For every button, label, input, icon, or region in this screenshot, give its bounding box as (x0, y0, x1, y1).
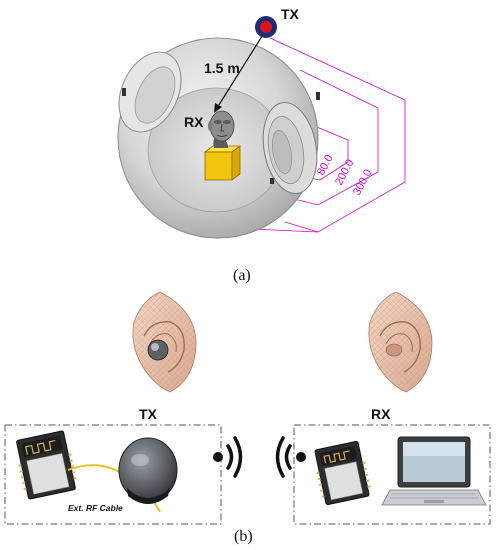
caption-a: (a) (233, 267, 251, 284)
caption-b: (b) (234, 528, 253, 545)
dimension-label-200: 200.0 (333, 157, 357, 187)
earbud-icon (132, 291, 197, 393)
panel-b: TX RX Ext. RF Cable (4, 291, 491, 545)
ear-model-icon (368, 291, 433, 393)
wifi-module-icon (16, 430, 77, 500)
laptop-icon (381, 436, 487, 506)
distance-arrow (214, 32, 265, 113)
radio-waves-right-icon (213, 436, 243, 478)
tx-box (4, 424, 222, 525)
tx-title-b: TX (139, 406, 158, 422)
cable-label: Ext. RF Cable (68, 503, 123, 513)
wifi-module-icon-rx (314, 440, 371, 506)
dimension-label-80: 80.0 (315, 153, 336, 178)
distance-label: 1.5 m (204, 60, 240, 76)
rx-label-a: RX (184, 114, 204, 130)
yellow-stand (203, 145, 242, 181)
earbud-device-icon (118, 437, 178, 504)
tx-marker-icon (255, 16, 277, 38)
radio-waves-left-icon (275, 436, 306, 478)
panel-a: TX RX 1.5 m 80.0 200.0 300.0 (a) (117, 6, 406, 284)
rx-box (293, 424, 491, 525)
tx-label-a: TX (281, 6, 300, 22)
head-phantom (208, 110, 235, 148)
dimension-label-300: 300.0 (351, 167, 375, 197)
rx-title-b: RX (371, 406, 391, 422)
